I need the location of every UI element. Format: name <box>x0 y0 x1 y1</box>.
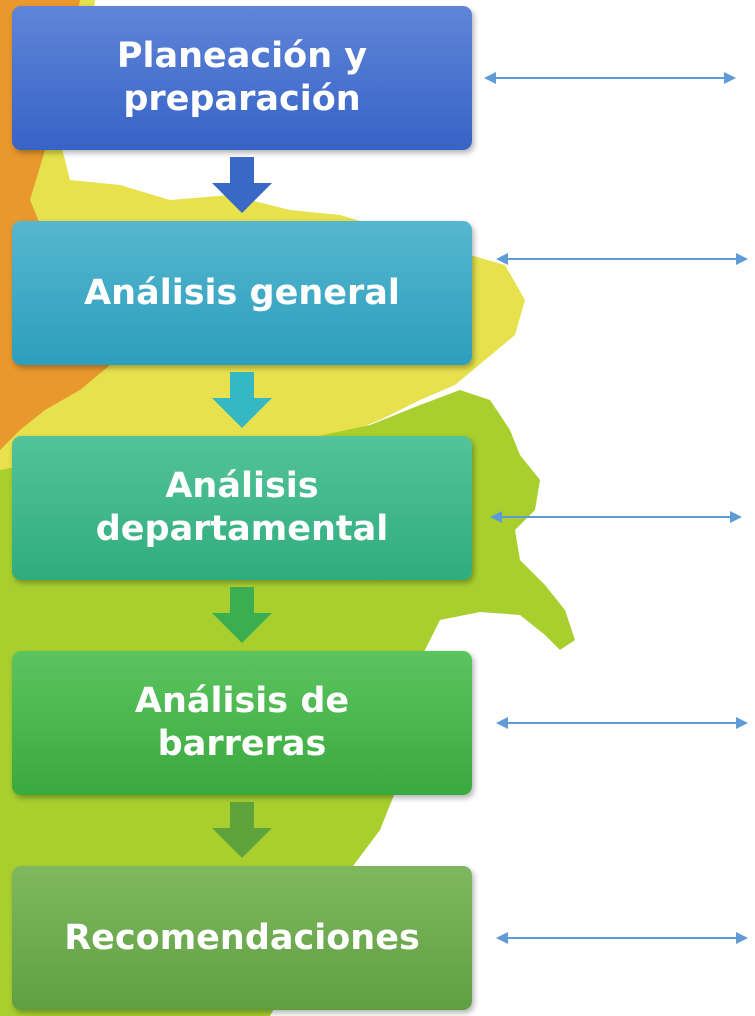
down-arrow-icon <box>212 372 272 428</box>
step-recommendations-label: Recomendaciones <box>64 917 420 958</box>
down-arrow-icon <box>212 587 272 643</box>
step-general-analysis: Análisis general <box>12 221 472 365</box>
double-arrow-icon <box>496 253 748 265</box>
double-arrow-icon <box>496 932 748 944</box>
down-arrow-icon <box>212 157 272 213</box>
double-arrow-connector-1 <box>484 68 736 88</box>
double-arrow-connector-4 <box>496 713 748 733</box>
double-arrow-connector-3 <box>490 507 742 527</box>
double-arrow-icon <box>484 72 736 84</box>
down-arrow-icon <box>212 802 272 858</box>
step-recommendations: Recomendaciones <box>12 866 472 1010</box>
step-general-analysis-label: Análisis general <box>84 272 400 313</box>
double-arrow-connector-2 <box>496 249 748 269</box>
double-arrow-icon <box>496 717 748 729</box>
double-arrow-icon <box>490 511 742 523</box>
double-arrow-connector-5 <box>496 928 748 948</box>
